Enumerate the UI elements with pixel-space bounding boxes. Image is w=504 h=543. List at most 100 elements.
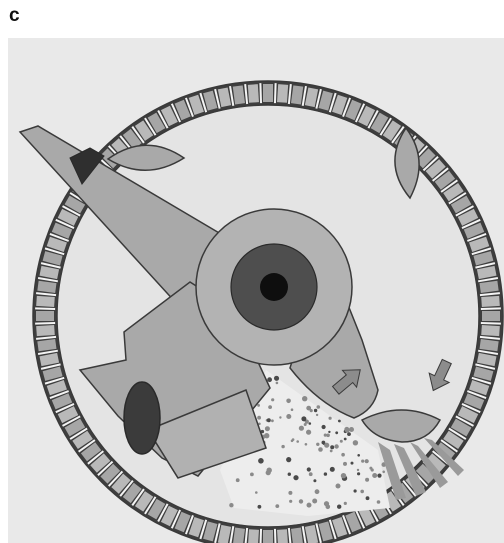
particle-dot [314, 409, 317, 412]
particle-dot [357, 472, 360, 475]
particle-dot [267, 377, 272, 382]
particle-dot [274, 376, 279, 381]
particle-dot [286, 457, 291, 462]
particle-dot [330, 467, 335, 472]
particle-dot [328, 431, 330, 433]
particle-dot [288, 473, 291, 476]
particle-dot [354, 489, 357, 492]
particle-dot [334, 444, 338, 448]
particle-dot [288, 491, 292, 495]
ring-segment [263, 530, 273, 543]
particle-dot [291, 440, 294, 443]
ring-segment [36, 325, 55, 336]
particle-dot [299, 499, 303, 503]
ring-segment [36, 296, 55, 307]
particle-dot [291, 408, 294, 411]
particle-dot [293, 475, 298, 480]
ring-segment [277, 84, 288, 103]
particle-dot [382, 471, 385, 474]
particle-dot [301, 416, 306, 421]
particle-dot [276, 382, 279, 385]
particle-dot [312, 499, 317, 504]
ring-segment [36, 311, 54, 321]
particle-dot [326, 434, 330, 438]
particle-dot [286, 399, 291, 404]
particle-dot [347, 432, 351, 436]
particle-dot [341, 453, 345, 457]
particle-dot [275, 504, 279, 508]
particle-dot [315, 489, 320, 494]
particle-dot [338, 420, 341, 423]
particle-dot [296, 440, 299, 443]
central-lens [196, 209, 352, 365]
particle-dot [351, 462, 354, 465]
ring-segment [248, 84, 259, 103]
particle-dot [286, 414, 291, 419]
particle-dot [250, 473, 254, 477]
particle-dot [318, 447, 323, 452]
particle-dot [267, 418, 271, 422]
particle-dot [309, 422, 312, 425]
ring-segment [481, 325, 500, 336]
particle-dot [365, 478, 369, 482]
panel-letter: c [9, 5, 20, 27]
particle-dot [326, 505, 331, 510]
particle-dot [330, 445, 334, 449]
ring-segment [481, 296, 500, 307]
particle-dot [307, 503, 312, 508]
particle-dot [330, 450, 333, 453]
particle-dot [268, 405, 272, 409]
lens-core [260, 273, 288, 301]
particle-dot [306, 430, 311, 435]
particle-dot [257, 404, 260, 407]
particle-dot [343, 462, 347, 466]
particle-dot [229, 503, 233, 507]
particle-dot [369, 467, 372, 470]
dark-oval [124, 382, 160, 454]
particle-dot [317, 405, 321, 409]
particle-dot [258, 505, 262, 509]
particle-dot [289, 500, 292, 503]
particle-dot [353, 440, 358, 445]
particle-dot [344, 438, 347, 441]
particle-dot [255, 491, 258, 494]
particle-dot [279, 416, 281, 418]
particle-dot [302, 396, 307, 401]
particle-dot [365, 459, 369, 463]
particle-dot [340, 440, 343, 443]
particle-dot [257, 416, 261, 420]
particle-dot [349, 427, 354, 432]
particle-dot [341, 473, 346, 478]
diagram-figure [8, 38, 504, 543]
ring-segment [263, 84, 273, 102]
particle-dot [265, 426, 270, 431]
particle-dot [313, 479, 316, 482]
particle-dot [307, 467, 311, 471]
particle-dot [344, 427, 349, 432]
particle-dot [357, 469, 359, 471]
particle-dot [344, 502, 347, 505]
particle-dot [324, 472, 327, 475]
particle-dot [336, 484, 341, 489]
ring-segment [482, 311, 500, 321]
particle-dot [281, 445, 284, 448]
particle-dot [372, 473, 377, 478]
particle-dot [337, 505, 341, 509]
particle-dot [366, 496, 370, 500]
particle-dot [329, 417, 332, 420]
particle-dot [236, 478, 240, 482]
particle-dot [360, 490, 364, 494]
particle-dot [377, 500, 381, 504]
particle-dot [377, 474, 381, 478]
ring-segment [277, 529, 288, 543]
particle-dot [322, 425, 326, 429]
particle-dot [271, 419, 274, 422]
particle-dot [316, 414, 318, 416]
particle-dot [316, 443, 319, 446]
particle-dot [335, 431, 338, 434]
particle-dot [324, 443, 329, 448]
particle-dot [357, 454, 360, 457]
diagram-canvas [8, 38, 504, 543]
particle-dot [309, 472, 313, 476]
particle-dot [271, 398, 274, 401]
